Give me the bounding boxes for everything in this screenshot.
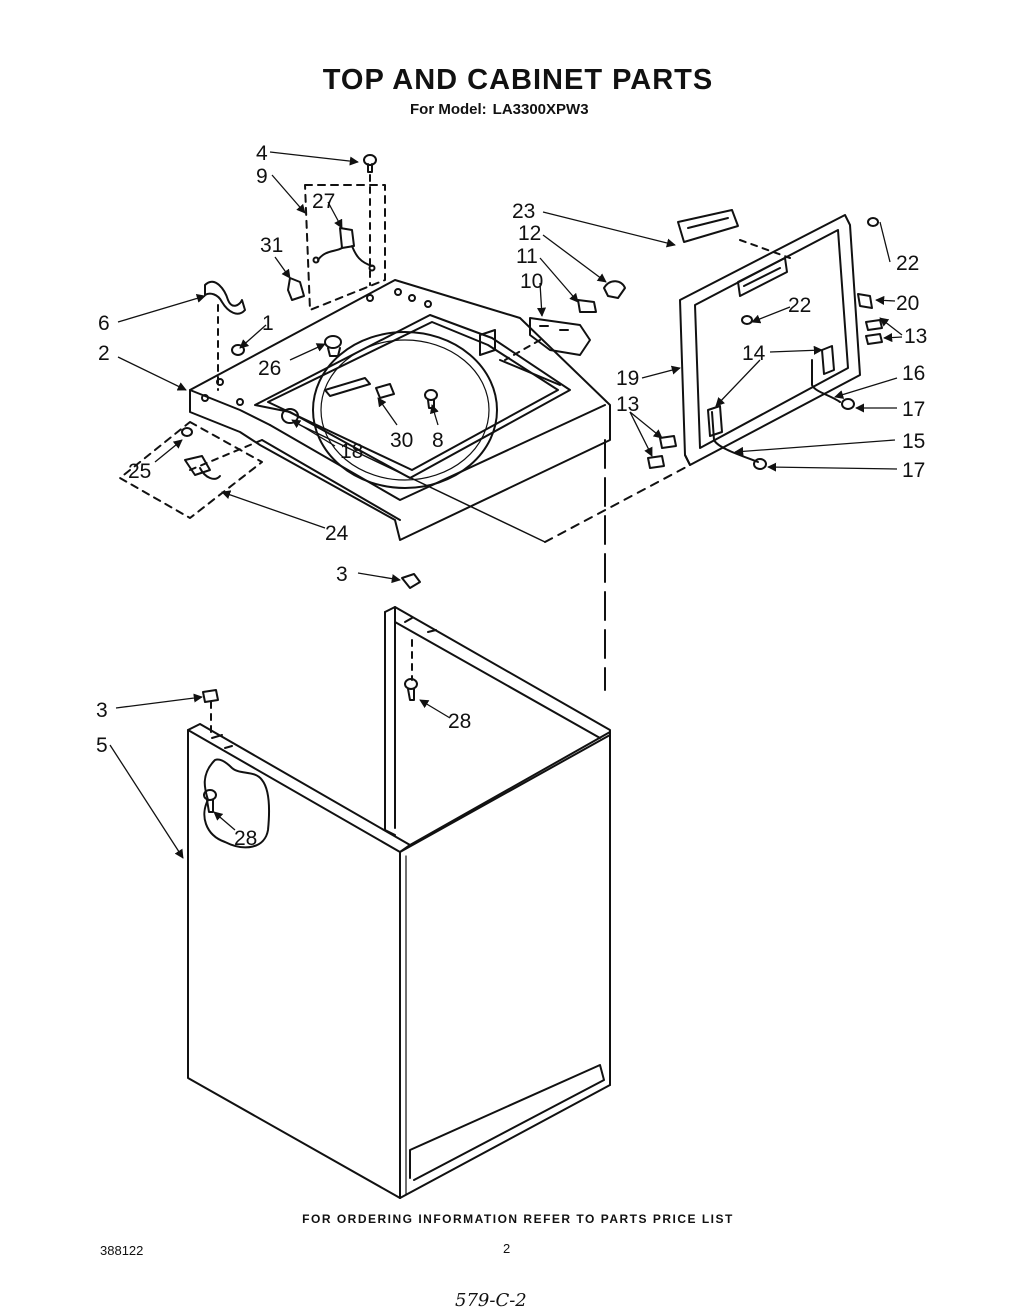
part-18-bumper (281, 408, 299, 424)
callout-1: 1 (262, 312, 274, 335)
washer-top (189, 279, 611, 541)
callout-2: 2 (98, 342, 110, 365)
callout-9: 9 (256, 165, 268, 188)
callout-13: 13 (904, 325, 927, 348)
part-10-hinge-bracket (529, 280, 626, 356)
part-19-lid (679, 214, 861, 466)
callout-28: 28 (234, 827, 257, 850)
callout-15: 15 (902, 430, 925, 453)
part-1-plug (231, 344, 245, 356)
part-20-clip (857, 293, 873, 309)
callout-14: 14 (742, 342, 766, 365)
model-number: LA3300XPW3 (492, 101, 589, 118)
callout-28: 28 (448, 710, 471, 733)
callout-26: 26 (258, 357, 281, 380)
callout-18: 18 (340, 440, 363, 463)
callout-3: 3 (96, 699, 108, 722)
part-5-cabinet (187, 606, 611, 1199)
part-16-rod (811, 359, 841, 403)
document-number: 388122 (100, 1243, 144, 1258)
part-8-screw (424, 389, 438, 409)
part-28-screw (404, 678, 418, 701)
callout-25: 25 (128, 460, 151, 483)
model-subtitle: For Model: LA3300XPW3 (410, 101, 595, 118)
callout-11: 11 (516, 245, 538, 268)
callout-3: 3 (336, 563, 348, 586)
part-30-pin (375, 383, 395, 399)
part-26-knob (324, 335, 342, 357)
callout-27: 27 (312, 190, 335, 213)
model-label: For Model: (410, 101, 487, 118)
callout-6: 6 (98, 312, 110, 335)
part-4-screw (363, 154, 377, 173)
handwritten-code: 579-C-2 (455, 1290, 527, 1311)
diagram-title: TOP AND CABINET PARTS (322, 64, 714, 96)
callout-31: 31 (260, 234, 283, 257)
callout-23: 23 (512, 200, 535, 223)
part-9-lid-switch-kit (304, 184, 386, 311)
part-17-cap-b (753, 458, 767, 470)
ordering-note: FOR ORDERING INFORMATION REFER TO PARTS … (302, 1212, 734, 1226)
part-13-screw (865, 319, 883, 345)
callout-12: 12 (518, 222, 541, 245)
part-22-screw-b (741, 315, 753, 325)
callout-24: 24 (325, 522, 349, 545)
callout-20: 20 (896, 292, 919, 315)
page-number: 2 (503, 1241, 511, 1256)
part-3-clip (401, 573, 421, 589)
callout-19: 19 (616, 367, 639, 390)
part-6-clip (204, 280, 246, 315)
part-13-screw-b (647, 435, 677, 469)
callout-22: 22 (896, 252, 919, 275)
callout-30: 30 (390, 429, 413, 452)
callout-16: 16 (902, 362, 925, 385)
part-31-connector (287, 277, 305, 301)
part-15-rod (711, 411, 759, 463)
callout-13: 13 (616, 393, 639, 416)
callout-22: 22 (788, 294, 811, 317)
part-14-hinge-pin (707, 345, 835, 437)
part-28-screw-b (203, 789, 217, 813)
callout-8: 8 (432, 429, 444, 452)
part-23-handle-insert (677, 209, 739, 243)
part-22-screw (867, 217, 879, 227)
callout-10: 10 (520, 270, 543, 293)
callout-4: 4 (256, 142, 268, 165)
part-3-clip-b (202, 689, 219, 703)
callout-17: 17 (902, 459, 925, 482)
callout-5: 5 (96, 734, 108, 757)
callout-17: 17 (902, 398, 925, 421)
part-17-cap (841, 398, 855, 410)
